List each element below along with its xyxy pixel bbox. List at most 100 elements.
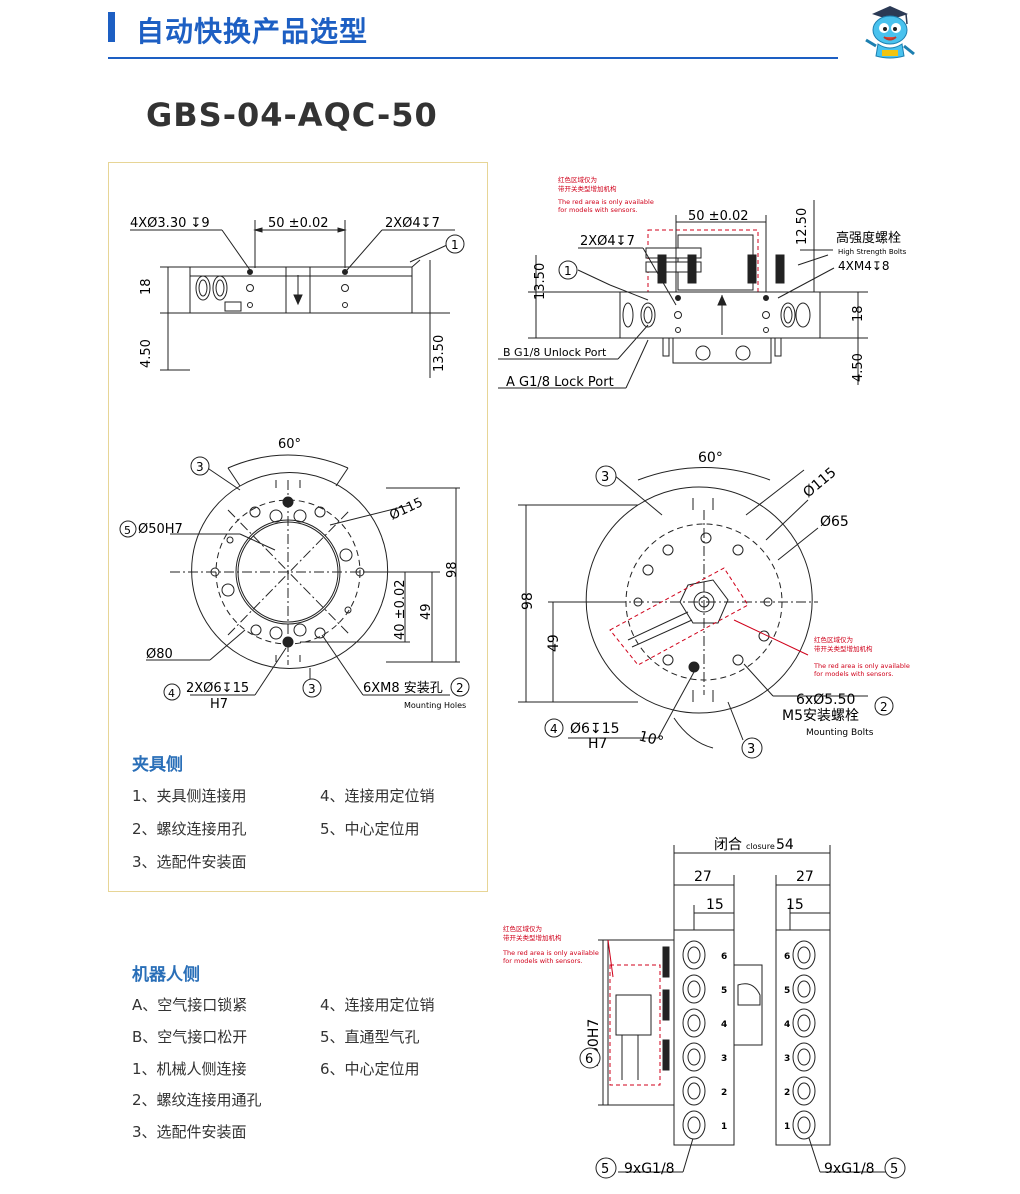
air-port: [792, 1008, 816, 1038]
dim-label: Ø65: [820, 514, 849, 530]
port-number: 1: [721, 1122, 727, 1132]
dim-label: A G1/8 Lock Port: [506, 375, 614, 390]
dim-label: Ø6↧15: [570, 721, 619, 737]
dim-label: 49: [546, 634, 562, 652]
air-port-inner: [687, 980, 701, 998]
dim-label: Ø115: [800, 465, 839, 502]
dim-label: 10°: [637, 728, 665, 750]
header-divider: [108, 57, 838, 59]
list-item: 5、中心定位用: [320, 820, 420, 838]
port-number: 3: [784, 1054, 790, 1064]
dim-label: 4.50: [851, 353, 866, 382]
dim-label: Mounting Bolts: [806, 728, 874, 738]
page-title: 自动快换产品选型: [136, 15, 369, 48]
dim-label: 54: [776, 837, 794, 853]
callout-number: 6: [585, 1052, 593, 1067]
sensor-note: for models with sensors.: [814, 670, 894, 678]
dim-label: 50 ±0.02: [688, 209, 749, 224]
closure-view: 闭合 closure 54 27 27 15 15 红色区域仅为 带开关类型增加…: [502, 837, 906, 1179]
port-number: 2: [784, 1088, 790, 1098]
dim-label: 4.50: [139, 339, 154, 368]
list-item: 2、螺纹连接用孔: [132, 820, 247, 838]
port-number: 3: [721, 1054, 727, 1064]
callout-number: 3: [196, 460, 204, 474]
dim-label: Ø115: [387, 495, 425, 523]
dim-label: 98: [445, 561, 460, 578]
tool-side-side-view: 4XØ3.30 ↧9 50 ±0.02 2XØ4↧7 1 18 4.50 13.…: [130, 216, 465, 378]
dim-label: 27: [796, 869, 814, 885]
callout-number: 2: [456, 681, 464, 695]
dim-label: 13.50: [432, 335, 447, 372]
callout-number: 5: [601, 1162, 609, 1177]
callout-number: 5: [124, 524, 131, 537]
port-number: 6: [784, 952, 790, 962]
dim-label: 9xG1/8: [624, 1161, 675, 1177]
dim-label: Mounting Holes: [404, 701, 466, 710]
dim-label: 12.50: [795, 208, 810, 245]
dim-label: 27: [694, 869, 712, 885]
air-port-inner: [797, 1014, 811, 1032]
sensor-note: for models with sensors.: [503, 957, 583, 965]
air-port: [682, 974, 706, 1004]
robot-side-side-view: 红色区域仅为 带开关类型增加机构 The red area is only av…: [498, 175, 907, 390]
air-port-inner: [687, 1082, 701, 1100]
dim-label: 高强度螺栓: [836, 230, 901, 246]
dim-label: Ø50H7: [138, 522, 183, 537]
sensor-note: 红色区域仅为: [558, 175, 597, 184]
air-port-inner: [797, 1048, 811, 1066]
dim-label: 6xØ5.50: [796, 692, 855, 708]
list-item: 6、中心定位用: [320, 1060, 420, 1078]
port-number: 4: [784, 1020, 790, 1030]
air-port: [792, 1042, 816, 1072]
dim-label: 98: [520, 592, 536, 610]
list-item: 3、选配件安装面: [132, 853, 247, 871]
dim-label: B G1/8 Unlock Port: [503, 346, 607, 359]
air-port: [792, 1110, 816, 1140]
tool-side-front-view: 60° 3 5 Ø50H7 Ø115 98 49 40 ±0.02 Ø80 4 …: [119, 437, 470, 712]
mascot-logo: [865, 6, 915, 59]
robot-side-front-view: 60° 3 Ø115 Ø65 98 49 红色区域仅为 带开关类型增加机构 Th…: [518, 450, 910, 759]
air-port-inner: [687, 1116, 701, 1134]
air-port: [682, 1008, 706, 1038]
callout-number: 4: [550, 722, 558, 736]
list-item: 4、连接用定位销: [320, 996, 435, 1014]
port-number: 2: [721, 1088, 727, 1098]
callout-number: 1: [451, 238, 459, 252]
dim-label: 60°: [278, 437, 301, 452]
port-number: 4: [721, 1020, 727, 1030]
dim-label: High Strength Bolts: [838, 248, 907, 256]
list-item: B、空气接口松开: [132, 1028, 248, 1046]
callout-number: 1: [564, 264, 572, 278]
air-port-inner: [687, 946, 701, 964]
list-item: 1、夹具侧连接用: [132, 787, 247, 805]
air-port: [682, 1042, 706, 1072]
air-port: [792, 940, 816, 970]
tool-side-title: 夹具侧: [132, 755, 183, 775]
dim-label: closure: [746, 842, 775, 851]
dim-label: 2XØ4↧7: [580, 234, 635, 249]
sensor-note: The red area is only available: [502, 949, 599, 957]
dim-label: 18: [139, 278, 154, 295]
sensor-note: 带开关类型增加机构: [814, 644, 873, 653]
list-item: 3、选配件安装面: [132, 1123, 247, 1141]
dim-label: 4XØ3.30 ↧9: [130, 216, 210, 231]
dim-label: 2XØ4↧7: [385, 216, 440, 231]
header-accent-bar: [108, 12, 115, 42]
list-item: A、空气接口锁紧: [132, 996, 248, 1014]
callout-number: 5: [890, 1162, 898, 1177]
callout-number: 3: [747, 742, 755, 757]
air-port: [792, 1076, 816, 1106]
port-number: 5: [784, 986, 790, 996]
port-number: 5: [721, 986, 727, 996]
air-port-inner: [797, 1116, 811, 1134]
sensor-note: 带开关类型增加机构: [503, 933, 562, 942]
air-port-inner: [797, 946, 811, 964]
list-item: 4、连接用定位销: [320, 787, 435, 805]
dim-label: 18: [851, 305, 866, 322]
dim-label: Ø80: [146, 647, 173, 662]
callout-number: 3: [308, 682, 316, 696]
dim-label: 15: [706, 897, 724, 913]
air-port-inner: [797, 1082, 811, 1100]
sensor-note: 红色区域仅为: [503, 924, 542, 933]
port-number: 6: [721, 952, 727, 962]
